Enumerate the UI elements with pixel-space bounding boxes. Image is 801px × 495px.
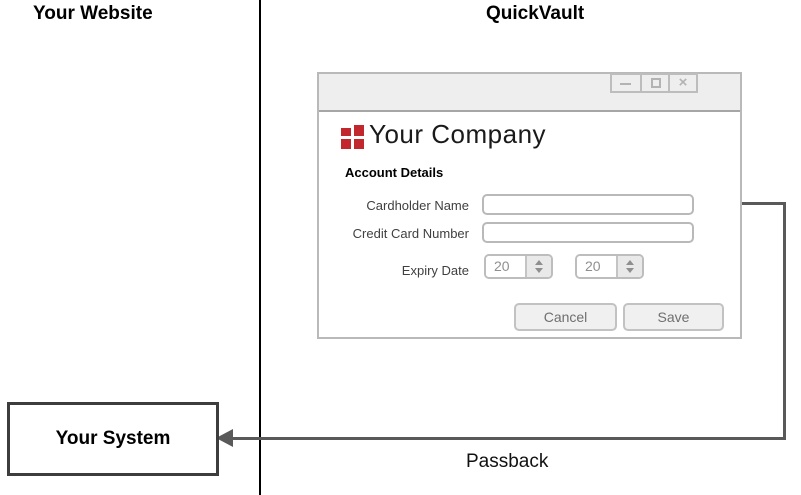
minimize-icon [620,83,631,85]
arrowhead-left-icon [216,429,233,447]
expiry-month-spin-buttons[interactable] [525,256,551,277]
spinner-down-icon[interactable] [535,268,543,273]
expiry-year-spin-buttons[interactable] [616,256,642,277]
spinner-up-icon[interactable] [535,260,543,265]
cardholder-name-label: Cardholder Name [366,198,469,213]
cancel-button[interactable]: Cancel [514,303,617,331]
expiry-month-spinner[interactable]: 20 [484,254,553,279]
spinner-down-icon[interactable] [626,268,634,273]
company-name: Your Company [369,119,547,149]
connector-segment-top [742,202,786,205]
modal-titlebar: × [319,73,740,112]
right-panel-title: QuickVault [486,3,585,24]
your-system-box: Your System [7,402,219,476]
expiry-date-label: Expiry Date [401,263,469,278]
minimize-button[interactable] [612,75,640,91]
spinner-up-icon[interactable] [626,260,634,265]
maximize-button[interactable] [640,75,668,91]
expiry-year-value: 20 [577,256,616,277]
close-button[interactable]: × [668,75,696,91]
credit-card-number-input[interactable] [482,222,694,243]
cardholder-name-input[interactable] [482,194,694,215]
close-icon: × [678,74,688,91]
left-panel-title: Your Website [33,3,153,24]
connector-segment-bottom [232,437,786,440]
save-button[interactable]: Save [623,303,724,331]
credit-card-number-label: Credit Card Number [352,226,469,241]
your-system-label: Your System [55,428,171,449]
connector-segment-right [783,202,786,440]
panel-divider [259,0,261,495]
quickvault-modal-window: × Your Company Account Details Cardholde… [317,72,742,339]
maximize-icon [651,78,661,88]
company-logo-icon [341,125,365,149]
expiry-month-value: 20 [486,256,525,277]
expiry-year-spinner[interactable]: 20 [575,254,644,279]
section-title: Account Details [345,165,444,180]
passback-label: Passback [466,451,549,472]
window-controls: × [610,73,698,93]
